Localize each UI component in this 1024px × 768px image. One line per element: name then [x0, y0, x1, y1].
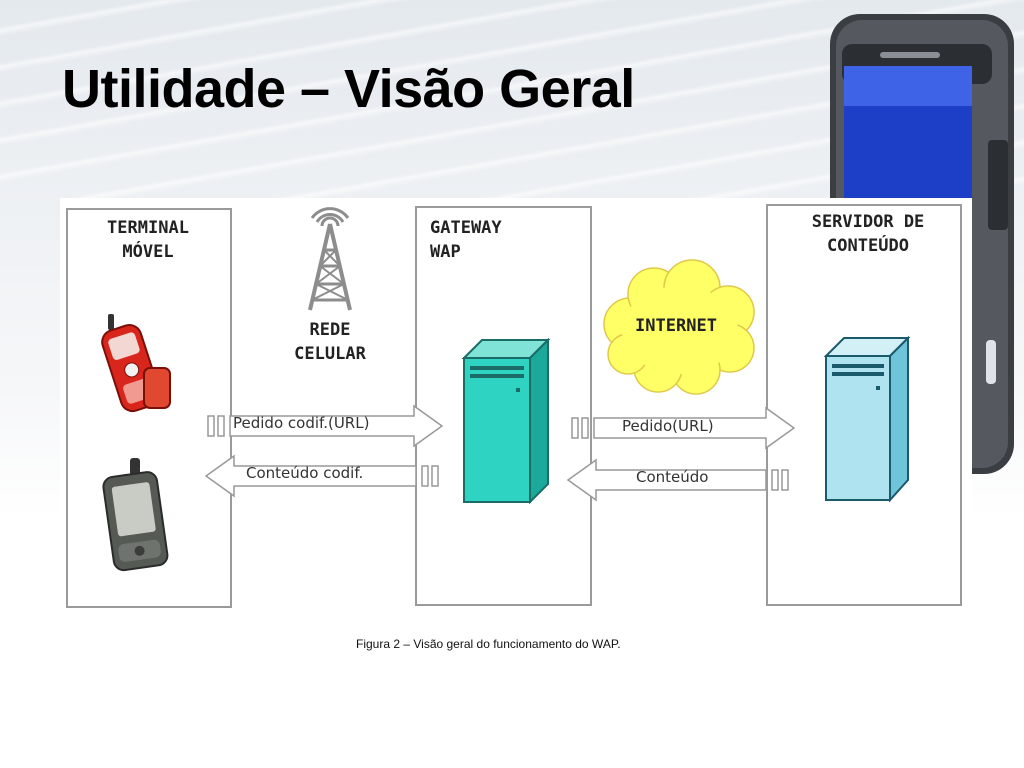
request-arrow	[571, 406, 796, 450]
content-encoded-label: Conteúdo codif.	[246, 464, 364, 482]
red-phone-icon	[101, 314, 171, 413]
server-label: SERVIDOR DE CONTEÚDO	[811, 212, 925, 256]
terminal-label: TERMINAL MÓVEL	[107, 218, 189, 262]
gateway-label: GATEWAY WAP	[430, 218, 502, 262]
wap-diagram: TERMINAL MÓVEL REDE CELULAR GATEWAY WAP …	[60, 198, 972, 618]
figure-caption: Figura 2 – Visão geral do funcionamento …	[356, 637, 621, 651]
content-encoded-arrow	[204, 454, 439, 498]
slide-title: Utilidade – Visão Geral	[62, 59, 635, 119]
internet-cloud-icon	[603, 259, 755, 395]
cell-tower-icon	[308, 207, 352, 311]
terminal-panel	[66, 208, 232, 608]
content-server-icon	[823, 335, 911, 503]
request-label: Pedido(URL)	[622, 417, 714, 435]
pda-device-icon	[102, 458, 169, 572]
request-encoded-label: Pedido codif.(URL)	[233, 414, 370, 432]
request-encoded-arrow	[207, 404, 444, 448]
internet-label: INTERNET	[635, 316, 717, 336]
gateway-server-icon	[461, 337, 551, 505]
network-label: REDE CELULAR	[294, 320, 366, 364]
content-label: Conteúdo	[636, 468, 709, 486]
content-arrow	[566, 458, 789, 502]
